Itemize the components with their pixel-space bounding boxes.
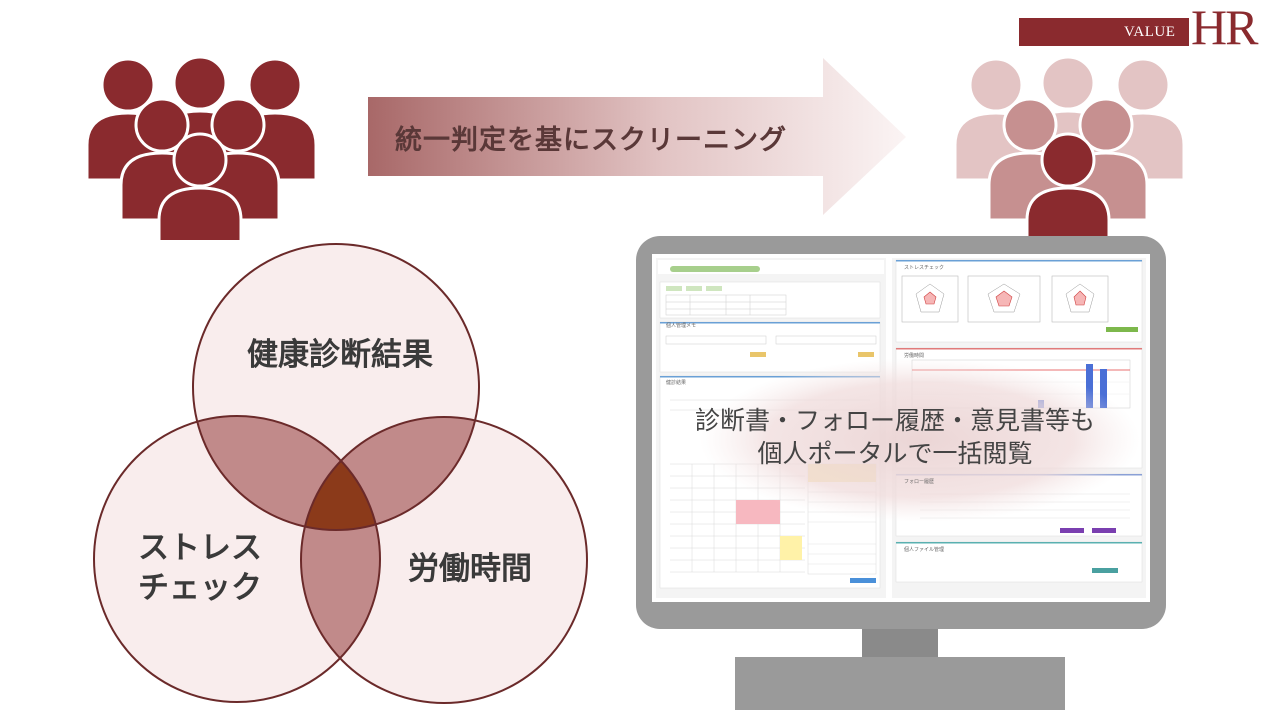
screening-arrow <box>368 58 906 215</box>
panel-title-stress-check: ストレスチェック <box>904 265 945 271</box>
venn-label-stress-line2: チェック <box>138 570 262 606</box>
venn-label-stress: ストレス チェック <box>110 528 290 608</box>
logo-bar <box>1019 18 1189 46</box>
portal-caption-line2: 個人ポータルで一括閲覧 <box>757 439 1033 468</box>
monitor <box>636 236 1166 710</box>
logo-hr-text: HR <box>1191 0 1258 55</box>
highlight-glow <box>700 358 1140 522</box>
venn-label-stress-line1: ストレス <box>138 530 262 566</box>
value-hr-logo: VALUE HR <box>1019 2 1269 52</box>
portal-caption-line1: 診断書・フォロー履歴・意見書等も <box>694 406 1095 435</box>
panel-title-checkup-results: 健診結果 <box>666 380 687 386</box>
portal-caption: 診断書・フォロー履歴・意見書等も 個人ポータルで一括閲覧 <box>640 404 1150 470</box>
panel-title-personal-management: 個人管理メモ <box>666 323 697 329</box>
panel-title-working-hours: 労働時間 <box>904 353 925 359</box>
venn-label-labor: 労働時間 <box>408 551 532 587</box>
panel-title-follow-history: フォロー履歴 <box>904 479 935 485</box>
screening-label: 統一判定を基にスクリーニング <box>395 125 787 156</box>
venn-label-health: 健康診断結果 <box>247 337 433 373</box>
logo-value-text: VALUE <box>1124 24 1176 40</box>
venn-diagram <box>93 243 588 704</box>
panel-title-personal-files: 個人ファイル管理 <box>904 547 945 553</box>
people-group-right <box>953 55 1186 240</box>
